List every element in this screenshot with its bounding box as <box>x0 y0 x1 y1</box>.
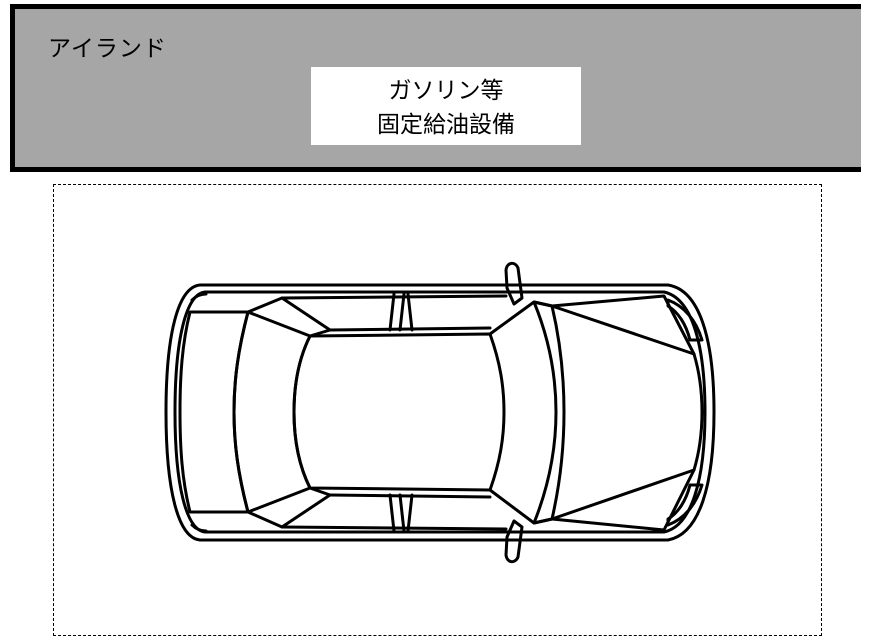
windshield <box>532 300 704 525</box>
headlight-top <box>666 298 704 342</box>
car-body-outline <box>164 283 716 542</box>
b-pillar-bottom-3 <box>406 493 414 533</box>
b-pillar-top-3 <box>406 292 414 332</box>
door-frame-top-inner <box>328 326 492 332</box>
parking-area <box>53 184 822 636</box>
headlight-bottom <box>666 483 704 527</box>
mirror-top <box>504 261 524 306</box>
hood-line-bottom <box>550 468 696 532</box>
island-label: アイランド <box>48 36 167 62</box>
car-body-inner-outline <box>173 290 707 534</box>
b-pillar-top-2 <box>398 292 406 332</box>
door-frame-bottom-inner <box>328 493 492 499</box>
rear-window <box>178 310 250 514</box>
island-box: アイランド ガソリン等 固定給油設備 <box>10 4 861 172</box>
rear-light-bottom <box>190 523 208 533</box>
pillar-rear-bottom <box>246 486 332 529</box>
rear-light-top <box>190 292 208 302</box>
fuel-dispenser-label-line2: 固定給油設備 <box>377 112 515 138</box>
fuel-dispenser-label-line1: ガソリン等 <box>388 78 504 104</box>
roof <box>292 332 506 492</box>
b-pillar-bottom-2 <box>398 493 406 533</box>
hood-line-top <box>550 294 696 356</box>
mirror-bottom <box>504 519 524 564</box>
pillar-rear-top <box>246 296 332 338</box>
rear-glass <box>232 310 312 514</box>
b-pillar-bottom-1 <box>388 493 396 533</box>
pillar-front-top <box>488 300 566 414</box>
pillar-front-bottom <box>488 410 566 525</box>
fuel-dispenser-label-box: ガソリン等 固定給油設備 <box>311 67 581 145</box>
b-pillar-top-1 <box>388 292 396 332</box>
